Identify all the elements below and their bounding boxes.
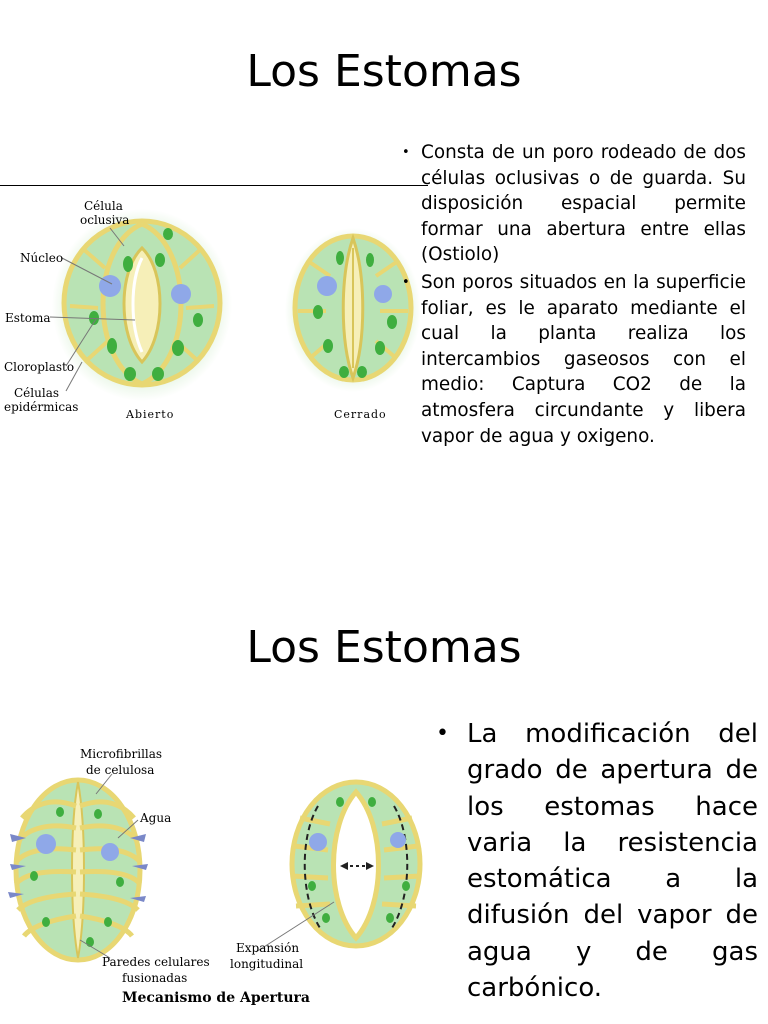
label-nucleo: Núcleo xyxy=(20,251,63,265)
open-stoma xyxy=(52,209,232,401)
label-microfibrillas-2: de celulosa xyxy=(86,763,154,777)
nucleus-icon xyxy=(99,275,121,297)
nucleus-icon xyxy=(171,284,191,304)
nucleus-icon xyxy=(101,843,119,861)
label-celulas-epidermicas-1: Células xyxy=(14,386,59,400)
label-expansion-1: Expansión xyxy=(236,941,299,955)
label-expansion-2: longitudinal xyxy=(230,957,303,971)
longitudinal-expansion-stoma xyxy=(289,779,423,949)
label-estoma: Estoma xyxy=(5,311,51,325)
slide-title: Los Estomas xyxy=(246,46,522,97)
bullet-icon: • xyxy=(402,145,410,160)
label-celula-oclusiva-1: Célula xyxy=(84,199,123,213)
bullet-item: • Son poros situados en la superficie fol… xyxy=(402,270,746,449)
label-microfibrillas-1: Microfibrillas xyxy=(80,747,162,761)
bullet-item: • Consta de un poro rodeado de dos célula… xyxy=(402,140,746,268)
closed-stoma xyxy=(285,228,421,392)
label-celulas-epidermicas-2: epidérmicas xyxy=(4,400,78,414)
nucleus-icon xyxy=(317,276,337,296)
label-abierto: Abierto xyxy=(125,408,174,421)
nucleus-icon xyxy=(390,832,406,848)
label-agua: Agua xyxy=(139,811,171,825)
slide-1: Los Estomas xyxy=(0,46,746,451)
label-cloroplasto: Cloroplasto xyxy=(4,360,74,374)
label-paredes-1: Paredes celulares xyxy=(102,955,210,969)
stomata-opening-mechanism-figure: Microfibrillas de celulosa Agua Paredes … xyxy=(8,747,423,1006)
bullet-text: Consta de un poro rodeado de dos células… xyxy=(421,142,746,266)
bullet-text: Son poros situados en la superficie foli… xyxy=(421,271,746,447)
bullet-icon: • xyxy=(402,274,410,290)
label-celula-oclusiva-2: oclusiva xyxy=(80,213,129,227)
label-paredes-2: fusionadas xyxy=(122,971,187,985)
label-cerrado: Cerrado xyxy=(334,408,387,421)
divider-line xyxy=(0,185,428,186)
nucleus-icon xyxy=(36,834,56,854)
bullet-list: • La modificación del grado de apertura d… xyxy=(432,716,758,1006)
bullet-text: La modificación del grado de apertura de… xyxy=(467,719,758,1004)
bullet-item: • La modificación del grado de apertura d… xyxy=(432,716,758,1006)
slide-title: Los Estomas xyxy=(246,622,522,673)
stomata-figure-open-closed: Célula oclusiva Núcleo Estoma Cloroplast… xyxy=(4,199,421,421)
radial-micellation-stoma xyxy=(8,777,148,963)
bullet-list: • Consta de un poro rodeado de dos célula… xyxy=(402,140,746,451)
nucleus-icon xyxy=(374,285,392,303)
nucleus-icon xyxy=(309,833,327,851)
slide-2: Los Estomas xyxy=(0,576,768,1024)
bullet-icon: • xyxy=(436,721,449,746)
figure-caption: Mecanismo de Apertura xyxy=(122,990,310,1006)
